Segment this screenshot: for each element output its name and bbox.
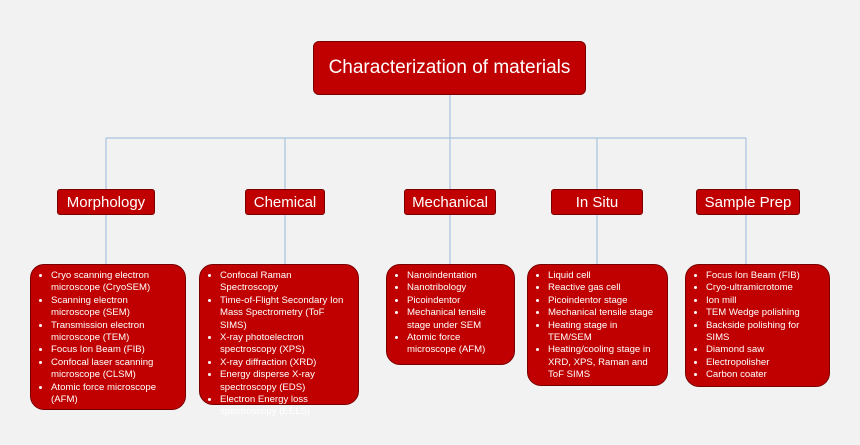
- list-item: Nanoindentation: [407, 270, 508, 282]
- category-chemical: Chemical: [245, 189, 325, 215]
- root-node: Characterization of materials: [313, 41, 586, 95]
- list-item: Mechanical tensile stage: [548, 307, 661, 319]
- list-item: Liquid cell: [548, 270, 661, 282]
- list-item: TEM Wedge polishing: [706, 307, 823, 319]
- list-item: Heating stage in TEM/SEM: [548, 320, 661, 345]
- category-mechanical: Mechanical: [404, 189, 496, 215]
- list-item: Focus Ion Beam (FIB): [51, 344, 179, 356]
- list-item: Atomic force microscope (AFM): [51, 382, 179, 407]
- list-item: Energy disperse X-ray spectroscopy (EDS): [220, 369, 352, 394]
- list-item: Focus Ion Beam (FIB): [706, 270, 823, 282]
- list-item: Ion mill: [706, 295, 823, 307]
- leaf-morphology: Cryo scanning electron microscope (CryoS…: [30, 264, 186, 410]
- list-item: Confocal Raman Spectroscopy: [220, 270, 352, 295]
- list-item: Carbon coater: [706, 369, 823, 381]
- list-item: Reactive gas cell: [548, 282, 661, 294]
- category-sampleprep: Sample Prep: [696, 189, 800, 215]
- list-item: Cryo-ultramicrotome: [706, 282, 823, 294]
- list-item: X-ray photoelectron spectroscopy (XPS): [220, 332, 352, 357]
- category-morphology: Morphology: [57, 189, 155, 215]
- list-item: Confocal laser scanning microscope (CLSM…: [51, 357, 179, 382]
- list-item: Diamond saw: [706, 344, 823, 356]
- category-insitu: In Situ: [551, 189, 643, 215]
- list-item: Picoindentor: [407, 295, 508, 307]
- leaf-insitu: Liquid cell Reactive gas cell Picoindent…: [527, 264, 668, 386]
- list-item: Transmission electron microscope (TEM): [51, 320, 179, 345]
- list-item: Time-of-Flight Secondary Ion Mass Spectr…: [220, 295, 352, 332]
- list-item: Electron Energy loss spectroscopy (EELS): [220, 394, 352, 419]
- list-item: Atomic force microscope (AFM): [407, 332, 508, 357]
- list-item: Heating/cooling stage in XRD, XPS, Raman…: [548, 344, 661, 381]
- list-item: Nanotribology: [407, 282, 508, 294]
- list-item: Cryo scanning electron microscope (CryoS…: [51, 270, 179, 295]
- leaf-chemical: Confocal Raman Spectroscopy Time-of-Flig…: [199, 264, 359, 417]
- list-item: Mechanical tensile stage under SEM: [407, 307, 508, 332]
- list-item: Scanning electron microscope (SEM): [51, 295, 179, 320]
- list-item: X-ray diffraction (XRD): [220, 357, 352, 369]
- list-item: Picoindentor stage: [548, 295, 661, 307]
- leaf-mechanical: Nanoindentation Nanotribology Picoindent…: [386, 264, 515, 365]
- leaf-sampleprep: Focus Ion Beam (FIB) Cryo-ultramicrotome…: [685, 264, 830, 387]
- list-item: Backside polishing for SIMS: [706, 320, 823, 345]
- list-item: Electropolisher: [706, 357, 823, 369]
